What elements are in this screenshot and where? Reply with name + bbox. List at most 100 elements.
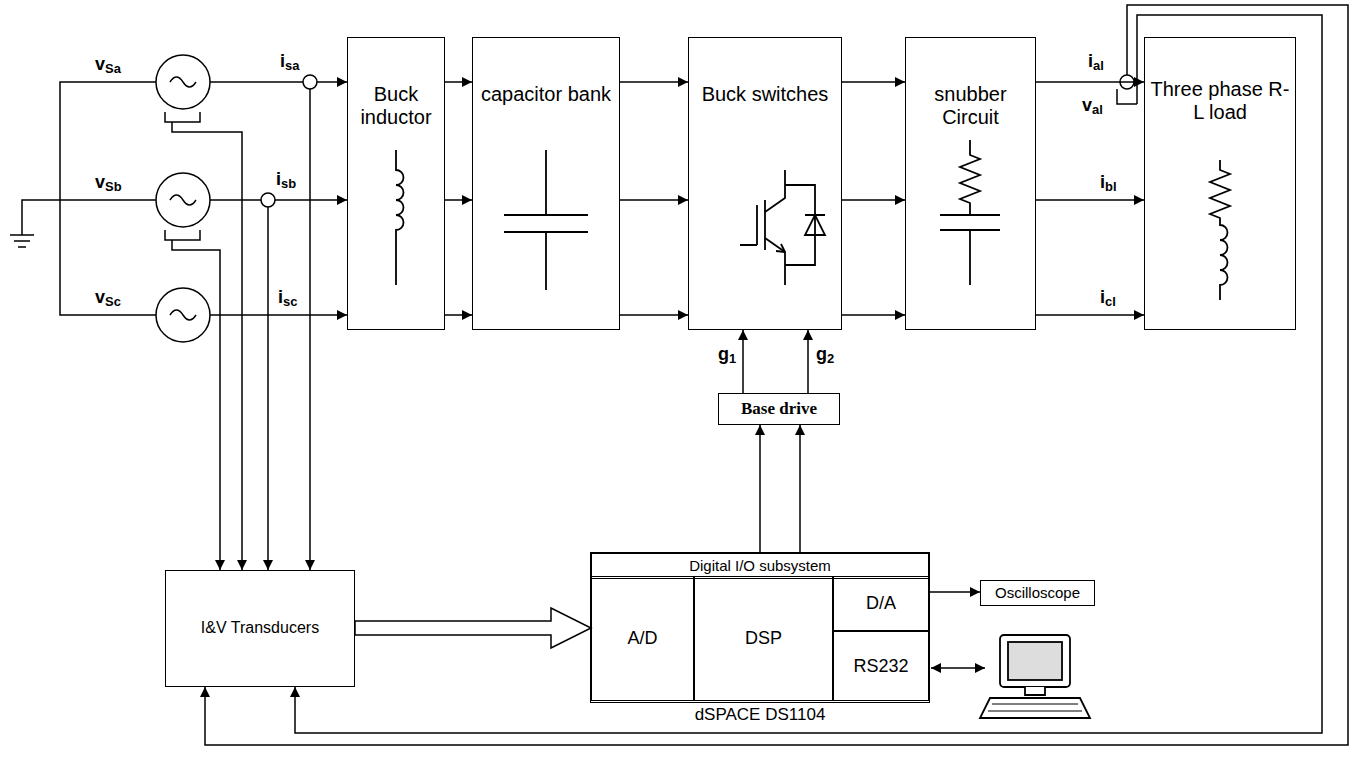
adc-box: A/D [591, 576, 694, 701]
computer-icon [980, 698, 1090, 718]
phase-wire [210, 199, 347, 201]
gate-signal: g1 [718, 345, 736, 363]
sense-wire [309, 89, 311, 570]
snubber-box: snubber Circuit [905, 37, 1036, 330]
load-box: Three phase R-L load [1144, 37, 1296, 330]
signal-wire [799, 425, 801, 553]
signal-wire [205, 5, 1348, 745]
signal-name: vSb [95, 173, 122, 191]
signal-name: ibl [1100, 173, 1117, 191]
signal-wire [1036, 199, 1144, 201]
signal-wire [445, 81, 472, 83]
capacitor-bank-box: capacitor bank [472, 37, 620, 330]
signal-name: val [1082, 96, 1103, 114]
node-label: snubber Circuit [906, 83, 1035, 129]
voltage-tap [165, 230, 200, 240]
signal-wire [842, 314, 905, 316]
signal-wire [842, 199, 905, 201]
source-bus [10, 200, 60, 247]
sense-wire [267, 207, 269, 570]
rl-load-symbol [1210, 160, 1230, 300]
snubber-symbol [940, 140, 1000, 285]
inductor-symbol [396, 150, 404, 285]
rl-load-symbol [1210, 160, 1230, 300]
source-bus [10, 82, 156, 315]
ac-source [170, 77, 196, 320]
ac-source [156, 55, 210, 342]
current-sensor [261, 75, 317, 207]
base-drive-box: Base drive [718, 393, 840, 425]
oscilloscope-box: Oscilloscope [980, 580, 1095, 606]
signal-wire [759, 425, 761, 553]
node-label: Three phase R-L load [1145, 78, 1295, 124]
computer-icon [1025, 687, 1045, 695]
rs232-link [931, 667, 985, 669]
computer-icon [1000, 635, 1070, 687]
signal-wire [620, 81, 688, 83]
node-label: Oscilloscope [991, 584, 1084, 601]
signal-name: isa [280, 52, 299, 70]
signal-name: ial [1088, 52, 1104, 70]
signal-name: icl [1100, 288, 1116, 306]
phase-wire [210, 82, 347, 315]
signal-wire [620, 199, 688, 201]
signal-wire [1036, 314, 1144, 316]
igbt-symbol [805, 215, 825, 235]
signal-wire [807, 330, 809, 393]
igbt-symbol [765, 170, 785, 285]
inductor-symbol [396, 150, 404, 285]
igbt-symbol [776, 244, 785, 252]
node-label: Buck switches [698, 83, 833, 106]
signal-wire [445, 314, 472, 316]
node-label: Buck inductor [348, 83, 444, 129]
sense-wire [172, 240, 220, 570]
rs232-link [931, 667, 985, 669]
capacitor-symbol [504, 150, 588, 290]
buck-inductor-box: Buck inductor [347, 37, 445, 330]
signal-name: isb [276, 170, 296, 188]
node-label: dSPACE DS1104 [591, 705, 929, 725]
capacitor-symbol [504, 150, 588, 290]
gate-signal: g2 [816, 345, 834, 363]
signal-wire [295, 15, 1322, 733]
voltage-tap [165, 112, 200, 122]
node-label: D/A [862, 593, 900, 614]
node-label: I&V Transducers [197, 619, 323, 637]
computer-icon [988, 704, 1082, 711]
sense-wire [172, 89, 310, 570]
igbt-symbol [740, 200, 765, 250]
transducer-box: I&V Transducers [165, 570, 355, 687]
current-sensor [303, 75, 317, 89]
voltage-tap [1117, 89, 1137, 104]
phase-wire [210, 81, 347, 83]
node-label: Base drive [737, 399, 821, 419]
dspace-board: dSPACE DS1104Digital I/O subsystemA/DDSP… [590, 552, 930, 703]
signal-name: vSc [95, 288, 121, 306]
node-label: RS232 [849, 656, 912, 677]
snubber-symbol [940, 140, 1000, 285]
node-label: A/D [623, 628, 661, 649]
source-bus [60, 82, 156, 315]
signal-name: isc [278, 288, 297, 306]
current-sensor [261, 193, 275, 207]
signal-wire [445, 199, 472, 201]
igbt-symbol [740, 170, 825, 285]
signal-wire [742, 330, 744, 393]
dsp-box: DSP [694, 576, 833, 701]
node-label: capacitor bank [477, 83, 615, 106]
signal-wire [1036, 81, 1144, 83]
computer-icon [980, 635, 1090, 718]
signal-wire [620, 314, 688, 316]
computer-icon [1008, 642, 1062, 680]
sense-wire [172, 122, 242, 570]
rs232-box: RS232 [833, 631, 929, 701]
signal-wire [842, 81, 905, 83]
signal-wire [929, 591, 980, 593]
signal-name: vSa [95, 55, 121, 73]
data-bus-arrow [355, 608, 591, 648]
phase-wire [210, 314, 347, 316]
node-label: DSP [741, 628, 786, 649]
